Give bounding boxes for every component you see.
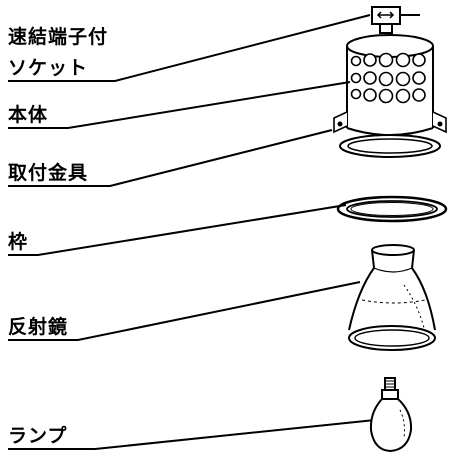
leader-bracket — [8, 129, 333, 187]
socket-terminal-part — [371, 6, 420, 34]
label-quick-terminal: 速結端子付 — [8, 26, 109, 48]
leader-body — [8, 81, 351, 129]
label-frame: 枠 — [8, 231, 29, 253]
lamp-part — [369, 377, 413, 453]
leader-socket — [8, 14, 371, 82]
label-body: 本体 — [8, 104, 49, 126]
leader-lamp — [8, 419, 376, 450]
body-part — [333, 34, 447, 158]
label-mounting-bracket: 取付金具 — [8, 162, 89, 184]
frame-part — [336, 195, 448, 223]
label-socket: ソケット — [8, 57, 89, 79]
label-lamp: ランプ — [8, 425, 68, 447]
label-reflector: 反射鏡 — [8, 316, 69, 338]
leader-reflector — [8, 281, 361, 341]
reflector-part — [348, 244, 436, 351]
leader-frame — [8, 204, 347, 256]
